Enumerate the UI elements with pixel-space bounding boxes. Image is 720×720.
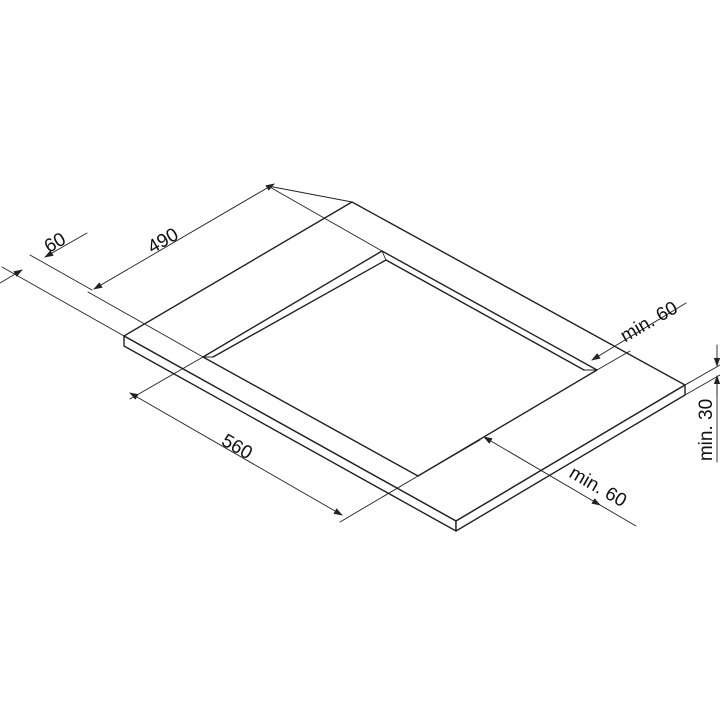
dimension-label-side-margin-front: min. 60 — [566, 463, 630, 512]
dimension-label-front-margin: 60 — [41, 229, 70, 258]
dimension-label-cutout-depth: 490 — [144, 224, 182, 258]
dimension-label-countertop-depth: 560 — [218, 430, 256, 464]
cutout-inner-corner — [381, 250, 387, 261]
dimension-label-thickness: min. 30 — [696, 399, 717, 461]
cutout — [202, 250, 598, 477]
dimension-thickness: min. 30 — [684, 344, 720, 463]
dimension-label-side-margin-right: min. 60 — [617, 298, 681, 347]
